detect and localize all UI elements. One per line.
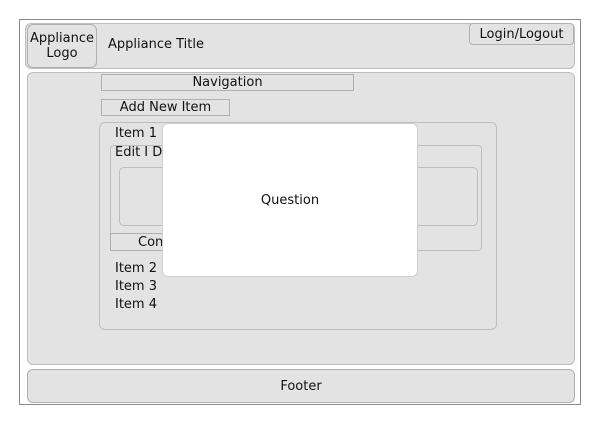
list-item[interactable]: Item 2	[115, 261, 157, 276]
appliance-logo[interactable]: Appliance Logo	[27, 24, 97, 68]
list-item[interactable]: Item 1	[115, 126, 157, 141]
edit-heading: Edit I D	[115, 145, 163, 160]
list-item[interactable]: Item 4	[115, 297, 157, 312]
navigation-bar[interactable]: Navigation	[101, 74, 354, 91]
footer-bar: Footer	[27, 369, 575, 403]
page-title: Appliance Title	[108, 37, 204, 52]
question-dialog[interactable]: Question	[162, 123, 418, 277]
logo-line-2: Logo	[46, 46, 78, 61]
login-logout-button[interactable]: Login/Logout	[469, 23, 574, 45]
dialog-question-text: Question	[260, 192, 320, 208]
logo-line-1: Appliance	[30, 31, 94, 46]
list-item[interactable]: Item 3	[115, 279, 157, 294]
add-new-item-button[interactable]: Add New Item	[101, 99, 230, 116]
